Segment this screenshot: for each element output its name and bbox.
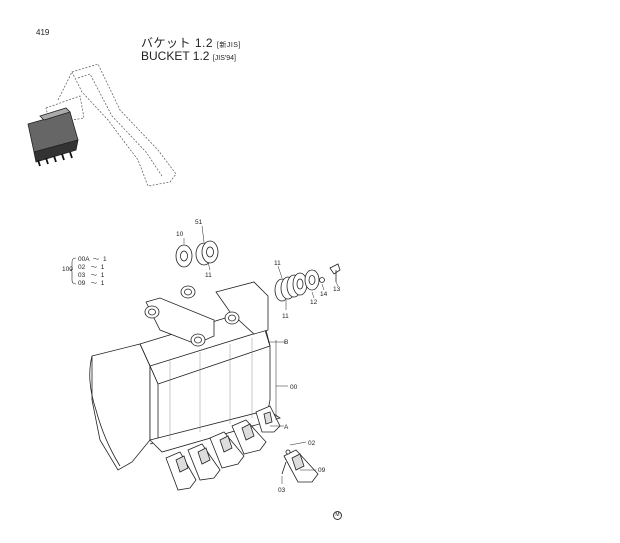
callout-11-top: 11	[274, 260, 281, 267]
quantity-row: 02 ～ 1	[78, 264, 105, 271]
bucket-main-drawing	[89, 281, 281, 471]
row-qty: 1	[100, 264, 105, 271]
quantity-row: 00A ～ 1	[78, 256, 107, 263]
nut-14	[319, 277, 325, 283]
callout-B: B	[284, 339, 288, 346]
callout-11-left: 11	[205, 272, 212, 279]
page-number: 419	[36, 28, 50, 37]
callout-03: 03	[278, 487, 286, 494]
pin-washer-10	[175, 244, 193, 268]
quantity-row: 03 ～ 1	[78, 272, 105, 279]
tooth	[209, 431, 245, 469]
title-jp-text: バケット 1.2	[141, 36, 214, 50]
row-code: 03	[78, 272, 86, 279]
quantity-main-ref: 100	[62, 266, 73, 273]
callout-10: 10	[176, 231, 184, 238]
bucket-thumbnail	[27, 107, 79, 167]
row-code: 00A	[78, 256, 90, 263]
title-japanese: バケット 1.2 [新JIS]	[141, 34, 241, 51]
title-en-text: BUCKET 1.2	[141, 49, 210, 63]
callout-00: 00	[290, 384, 298, 391]
callout-12: 12	[310, 299, 318, 306]
tooth	[187, 443, 221, 481]
quantity-brace	[69, 257, 77, 285]
tooth	[165, 451, 197, 491]
callout-51: 51	[195, 219, 203, 226]
row-qty: 1	[102, 256, 107, 263]
row-qty: 1	[100, 272, 105, 279]
row-code: 02	[78, 264, 86, 271]
tooth	[231, 419, 267, 455]
detached-tooth	[281, 449, 319, 483]
title-en-standard: [JIS'94]	[212, 55, 236, 62]
callout-09: 09	[318, 467, 326, 474]
quantity-rows: 00A ～ 1 02 ～ 1 03 ～ 1 09 ～ 1	[78, 256, 107, 288]
bolt-13	[329, 263, 341, 282]
tooth	[255, 405, 281, 433]
corner-mark: M	[333, 511, 342, 520]
callout-14: 14	[320, 291, 328, 298]
callout-A: A	[284, 424, 289, 431]
callout-02: 02	[308, 440, 316, 447]
quantity-row: 09 ～ 1	[78, 280, 105, 287]
title-english: BUCKET 1.2 [JIS'94]	[141, 49, 236, 63]
washer-12	[304, 269, 320, 291]
row-qty: 1	[100, 280, 105, 287]
row-code: 09	[78, 280, 86, 287]
callout-11-bottom: 11	[282, 313, 289, 320]
title-jp-standard: [新JIS]	[216, 42, 241, 49]
spring-ring-11	[274, 272, 308, 302]
leader-lines	[183, 225, 339, 484]
bushing-51	[195, 240, 219, 266]
callout-13: 13	[333, 286, 341, 293]
teeth-row	[165, 405, 281, 491]
